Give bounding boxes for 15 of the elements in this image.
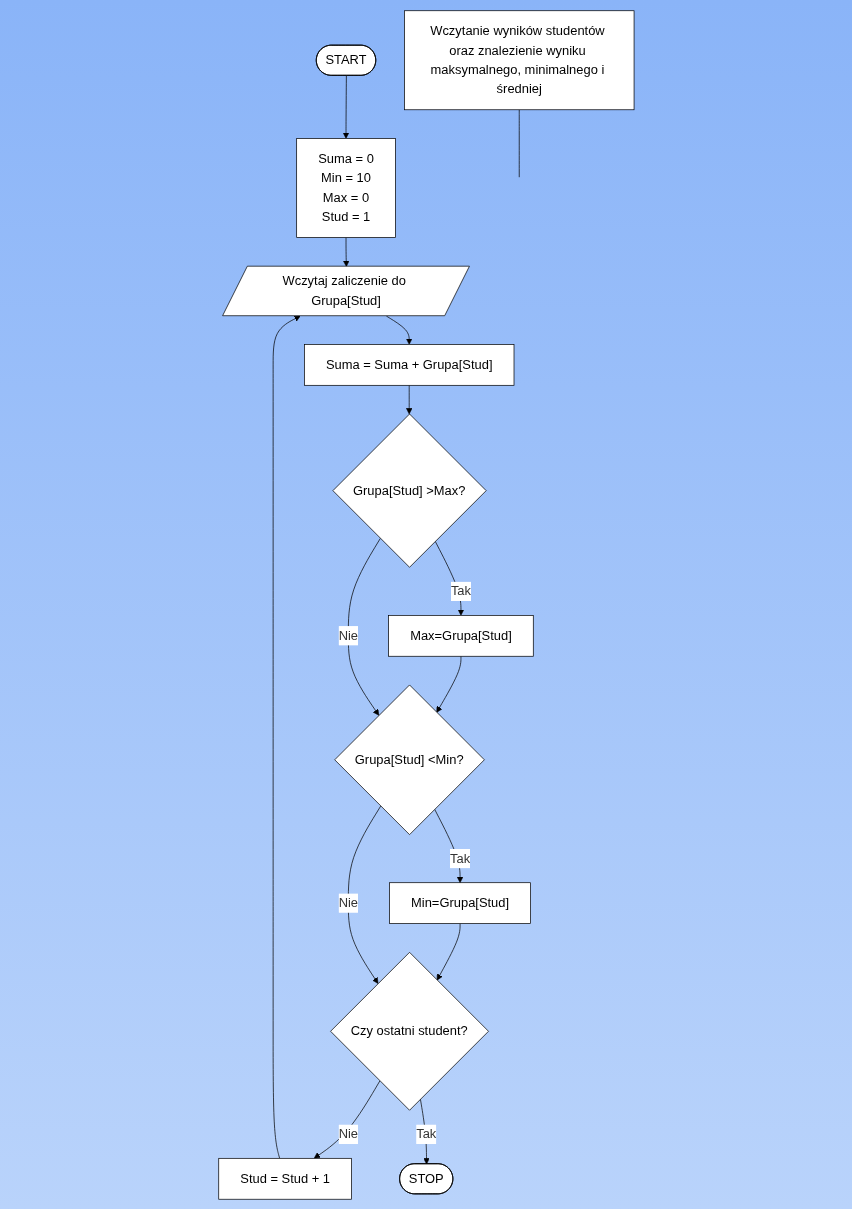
node-box: Suma = 0 Min = 10 Max = 0 Stud = 1 xyxy=(295,137,396,238)
edge-label: Nie xyxy=(338,895,358,910)
edge-label: Tak xyxy=(450,583,471,598)
edge-label: Tak xyxy=(449,850,470,866)
node-box: Wczytanie wyników studentów oraz znalezienie wyniku maksymalnego, minimalnego i średniej xyxy=(403,9,634,110)
edge-label: Nie xyxy=(338,627,358,643)
node-box: Min=Grupa[Stud] xyxy=(388,881,531,924)
node-box: Suma = Suma + Grupa[Stud] xyxy=(303,343,514,386)
node-box: Stud = Stud + 1 xyxy=(217,1157,352,1200)
node-diamond: Czy ostatni student? xyxy=(329,951,489,1111)
edge-label: Tak xyxy=(415,1126,436,1141)
edge-label: Nie xyxy=(338,1126,358,1141)
node-diamond: Grupa[Stud] <Min? xyxy=(333,684,485,835)
node-diamond: Grupa[Stud] >Max? xyxy=(332,413,487,568)
node-box: Max=Grupa[Stud] xyxy=(387,614,534,657)
